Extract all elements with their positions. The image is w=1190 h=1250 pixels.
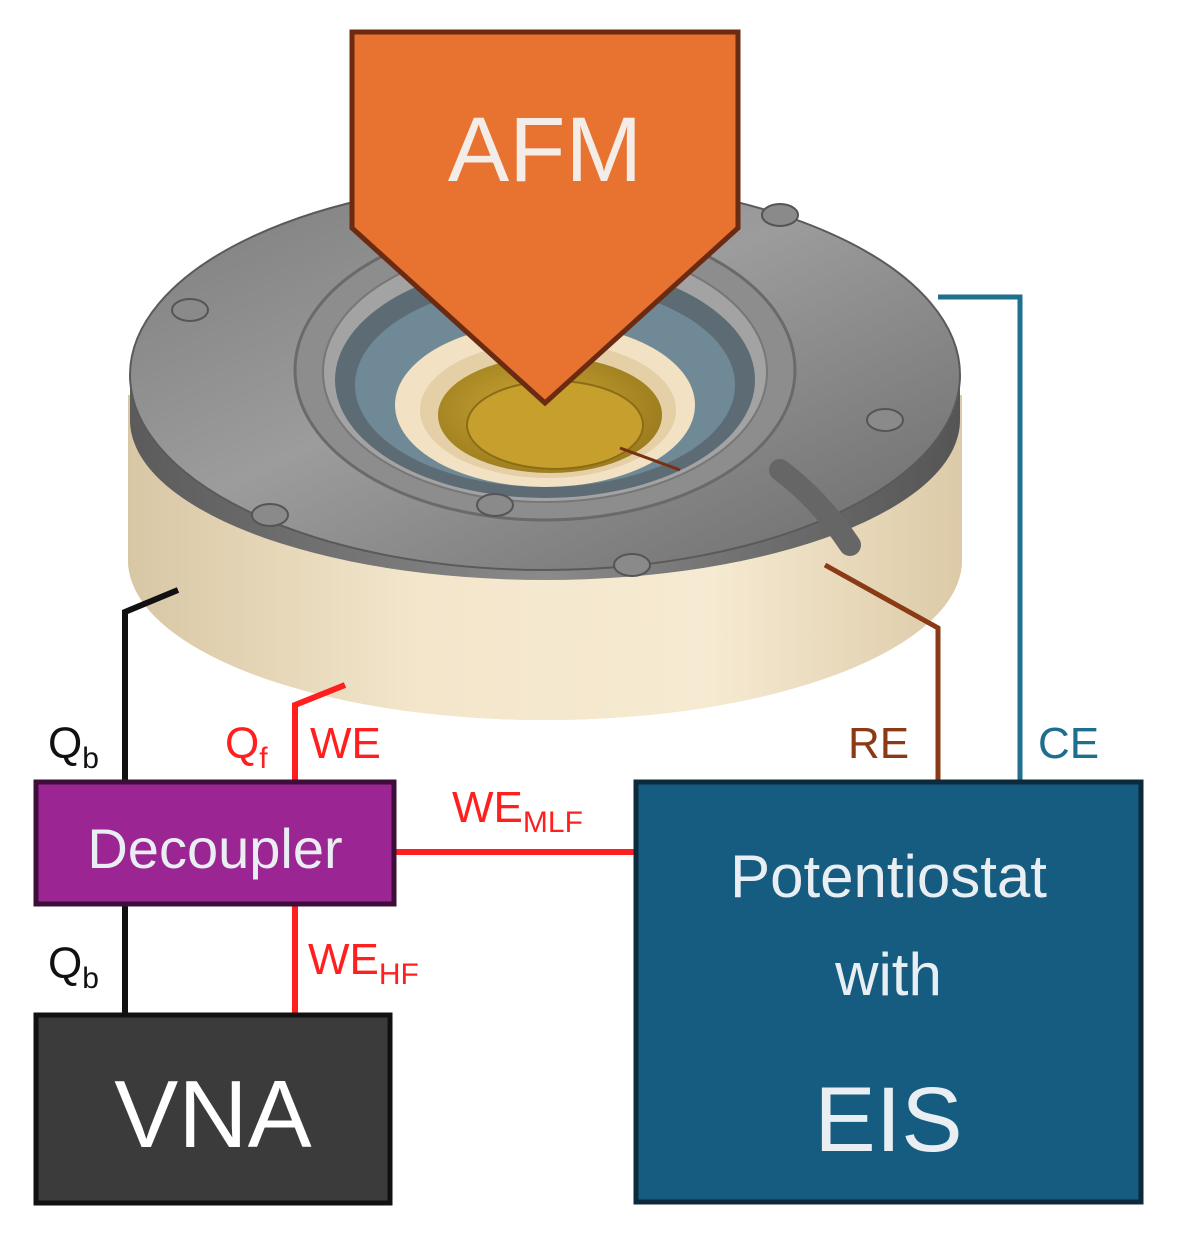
qf-main: Q [225,719,260,768]
qf-label: Qf [225,722,268,774]
potentiostat-label-line1: Potentiostat [730,843,1047,910]
we-mlf-main: WE [452,783,523,832]
wire-re [823,562,941,780]
afm-probe-arrow [349,29,741,407]
qb-top-sub: b [82,742,99,775]
qf-sub: f [259,742,268,775]
decoupler-box [33,779,397,907]
sample-stage-cell [128,179,962,720]
we-label: WE [310,719,381,768]
we-mlf-sub: MLF [522,806,583,839]
decoupler-label: Decoupler [87,817,343,880]
wire-we-qf [292,682,347,780]
wire-ce [938,294,1023,780]
potentiostat-label-line2: with [835,941,942,1008]
potentiostat-label-line3: EIS [814,1069,963,1171]
afm-label: AFM [447,99,643,201]
wire-qb-top [122,587,180,780]
qb-top-label: Qb [48,722,99,774]
ce-label: CE [1038,719,1100,768]
we-hf-main: WE [308,935,379,984]
we-hf-label: WEHF [308,938,419,990]
qb-top-main: Q [48,719,83,768]
qb-bottom-label: Qb [48,942,99,994]
vna-label: VNA [114,1061,312,1168]
potentiostat-box [633,779,1144,1205]
vna-box [33,1012,393,1206]
we-hf-sub: HF [378,958,419,991]
we-mlf-label: WEMLF [452,786,583,838]
qb-bottom-sub: b [82,962,99,995]
qb-bottom-main: Q [48,939,83,988]
re-label: RE [848,719,910,768]
